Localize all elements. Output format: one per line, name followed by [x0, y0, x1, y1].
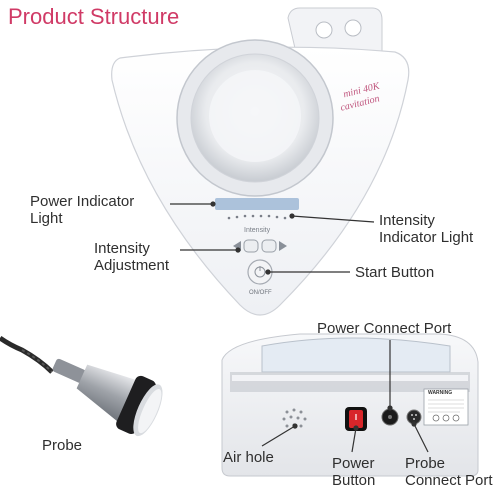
power-connect-port-label: Power Connect Port	[317, 320, 452, 337]
cert-mark-icon	[432, 414, 440, 422]
intensity-adjust-buttons	[233, 239, 287, 253]
callout-power-button	[351, 427, 357, 453]
probe-port-label: Probe Connect Port	[405, 455, 493, 489]
probe-cable	[0, 335, 54, 374]
tab-hole-left	[315, 21, 333, 39]
intensity-text: Intensity	[244, 227, 271, 234]
intensity-adjust-label: Intensity Adjustment	[94, 240, 169, 274]
callout-intensity-indicator	[291, 215, 375, 223]
intensity-indicator-label-line1: Intensity	[379, 212, 435, 229]
intensity-indicator-dots	[227, 214, 287, 220]
intensity-adjust-label-line2: Adjustment	[94, 257, 170, 274]
tab-hole-right	[344, 19, 362, 37]
probe-port-label-line1: Probe	[405, 455, 446, 472]
warning-label	[423, 388, 469, 426]
page-title: Product Structure	[8, 4, 180, 29]
air-hole-label: Air hole	[223, 449, 274, 466]
probe-handle	[52, 358, 163, 437]
warning-text: WARNING	[428, 390, 453, 396]
power-button-label-line1: Power	[332, 455, 375, 472]
rohs-mark-icon	[452, 414, 460, 422]
intensity-adjust-label-line1: Intensity	[94, 240, 150, 257]
ce-mark-icon	[442, 414, 450, 422]
callout-probe-port	[413, 423, 429, 453]
power-indicator-label-line1: Power Indicator	[30, 193, 135, 210]
device-back-view	[221, 333, 479, 477]
power-button-label-line2: Button	[332, 472, 376, 489]
power-indicator-label: Power Indicator Light	[30, 193, 134, 227]
intensity-indicator-label: Intensity Indicator Light	[379, 212, 473, 246]
start-button-label: Start Button	[355, 264, 435, 281]
power-indicator-label-line2: Light	[30, 210, 63, 227]
probe-label: Probe	[42, 437, 83, 454]
intensity-indicator-label-line2: Indicator Light	[379, 229, 474, 246]
probe-port-label-line2: Connect Port	[405, 472, 493, 489]
power-indicator-light	[215, 198, 299, 210]
power-button-label: Power Button	[332, 455, 375, 489]
on-off-text: ON/OFF	[249, 290, 272, 296]
callout-air-hole	[261, 425, 296, 447]
